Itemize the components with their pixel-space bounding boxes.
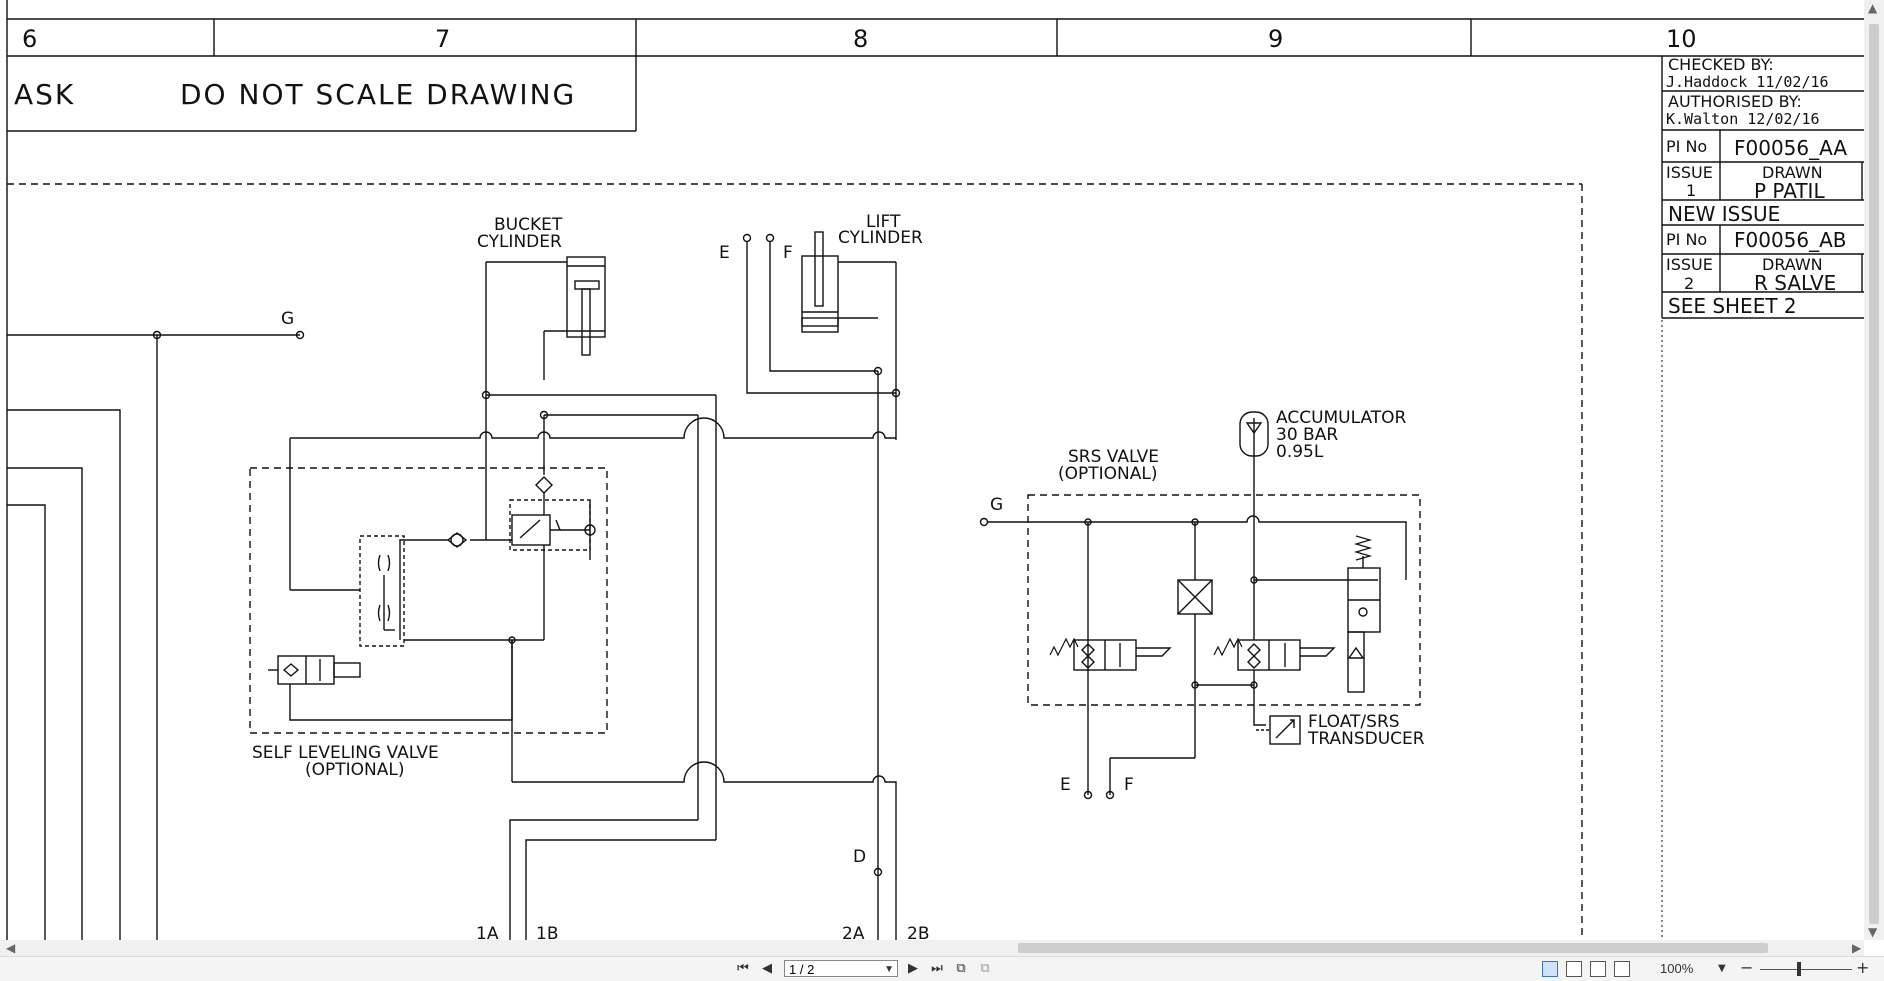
page-indicator: 1 / 2 xyxy=(789,962,815,977)
port-2b: 2B xyxy=(907,924,929,940)
issue-label-1: ISSUE xyxy=(1666,163,1713,182)
zoom-level[interactable]: 100% xyxy=(1660,961,1694,976)
pi-no-value-2: F00056_AB xyxy=(1734,228,1847,252)
pi-no-label-1: PI No xyxy=(1666,137,1707,156)
bucket-cylinder: BUCKET CYLINDER xyxy=(477,215,606,400)
lift-cylinder: LIFT CYLINDER E F xyxy=(719,212,923,440)
single-page-view-icon[interactable] xyxy=(1542,961,1558,977)
note-new-issue: NEW ISSUE xyxy=(1668,202,1780,226)
hydraulic-schematic: 6 7 8 9 10 ASK DO NOT SCALE DRAWING CHEC… xyxy=(6,0,1864,940)
pi-no-value-1: F00056_AA xyxy=(1734,136,1847,160)
float-label-1: FLOAT/SRS xyxy=(1308,712,1400,732)
zoom-out-icon[interactable]: − xyxy=(1740,958,1754,977)
checked-by-value: J.Haddock 11/02/16 xyxy=(1666,73,1829,91)
continuous-view-icon[interactable] xyxy=(1566,961,1582,977)
zoom-slider-thumb[interactable] xyxy=(1797,962,1801,976)
column-10: 10 xyxy=(1666,25,1697,53)
port-1b: 1B xyxy=(536,924,558,940)
document-viewport[interactable]: 6 7 8 9 10 ASK DO NOT SCALE DRAWING CHEC… xyxy=(0,0,1884,940)
horizontal-scrollbar[interactable]: ◀ ▶ xyxy=(0,940,1864,956)
column-9: 9 xyxy=(1268,25,1283,53)
port-d: D xyxy=(853,847,866,867)
float-label-2: TRANSDUCER xyxy=(1307,729,1425,749)
checked-by-label: CHECKED BY: xyxy=(1668,55,1774,74)
self-leveling-label-1: SELF LEVELING VALVE xyxy=(252,743,439,763)
note-see-sheet-2: SEE SHEET 2 xyxy=(1668,294,1797,318)
self-leveling-label-2: (OPTIONAL) xyxy=(305,760,405,780)
column-6: 6 xyxy=(22,25,37,53)
header-ask-text: ASK xyxy=(14,78,75,111)
drawn-label-1: DRAWN xyxy=(1762,163,1823,182)
copy-icon[interactable]: ⧉ xyxy=(956,961,966,976)
scroll-right-icon[interactable]: ▶ xyxy=(1852,941,1862,955)
main-pipework: D 1A 1B 2A 2B xyxy=(289,371,929,940)
srs-valve-label-1: SRS VALVE xyxy=(1068,447,1159,467)
accumulator-label-1: ACCUMULATOR xyxy=(1276,408,1407,428)
drawn-value-2: R SALVE xyxy=(1754,271,1836,295)
rotate-icon[interactable]: ⧉ xyxy=(980,961,990,976)
bucket-cylinder-label-1: BUCKET xyxy=(494,215,563,235)
bucket-cylinder-label-2: CYLINDER xyxy=(477,232,562,252)
port-1a: 1A xyxy=(476,924,499,940)
pi-no-label-2: PI No xyxy=(1666,230,1707,249)
lift-cylinder-label-2: CYLINDER xyxy=(838,228,923,248)
two-page-continuous-view-icon[interactable] xyxy=(1614,961,1630,977)
viewer-status-bar: ⏮ ◀ 1 / 2 ▼ ▶ ⏭ ⧉ ⧉ 100% ▼ − + xyxy=(0,956,1884,981)
self-leveling-valve: SELF LEVELING VALVE (OPTIONAL) xyxy=(249,395,608,780)
title-block: CHECKED BY: J.Haddock 11/02/16 AUTHORISE… xyxy=(1661,55,1864,319)
scroll-left-icon[interactable]: ◀ xyxy=(6,941,16,955)
column-8: 8 xyxy=(853,25,868,53)
last-page-icon[interactable]: ⏭ xyxy=(931,961,943,976)
column-7: 7 xyxy=(435,25,450,53)
column-ruler: 6 7 8 9 10 xyxy=(6,0,1864,940)
port-e-top: E xyxy=(719,243,730,263)
port-g-left: G xyxy=(281,309,294,329)
page-number-field[interactable]: 1 / 2 ▼ xyxy=(784,960,898,977)
next-page-icon[interactable]: ▶ xyxy=(908,961,918,976)
port-2a: 2A xyxy=(842,924,865,940)
authorised-by-label: AUTHORISED BY: xyxy=(1668,92,1802,111)
srs-valve-label-2: (OPTIONAL) xyxy=(1058,464,1158,484)
port-g-right: G xyxy=(990,495,1003,515)
zoom-dropdown-icon[interactable]: ▼ xyxy=(1718,963,1726,974)
schematic-frame xyxy=(7,183,1663,940)
port-e-bottom: E xyxy=(1060,775,1071,795)
srs-valve: SRS VALVE (OPTIONAL) G E F ACCUMULATOR 3… xyxy=(979,408,1425,800)
port-f-bottom: F xyxy=(1124,775,1134,795)
left-supply-lines: G xyxy=(7,309,305,940)
first-page-icon[interactable]: ⏮ xyxy=(737,961,749,976)
drawn-label-2: DRAWN xyxy=(1762,255,1823,274)
scroll-down-icon[interactable]: ▼ xyxy=(1868,925,1878,939)
scroll-up-icon[interactable]: ▲ xyxy=(1868,1,1878,15)
accumulator-label-2: 30 BAR xyxy=(1276,425,1338,445)
vertical-scroll-thumb[interactable] xyxy=(1869,24,1879,924)
issue-value-1: 1 xyxy=(1686,181,1696,200)
port-f-top: F xyxy=(783,243,793,263)
drawn-value-1: P PATIL xyxy=(1754,179,1825,203)
horizontal-scroll-thumb[interactable] xyxy=(1018,943,1768,953)
accumulator-label-3: 0.95L xyxy=(1276,442,1324,462)
do-not-scale-text: DO NOT SCALE DRAWING xyxy=(180,78,576,111)
prev-page-icon[interactable]: ◀ xyxy=(762,961,772,976)
vertical-scrollbar[interactable]: ▲ ▼ xyxy=(1864,0,1884,940)
lift-cylinder-label-1: LIFT xyxy=(866,212,901,232)
header-note-box: ASK DO NOT SCALE DRAWING xyxy=(7,56,637,132)
two-page-view-icon[interactable] xyxy=(1590,961,1606,977)
zoom-slider-track[interactable] xyxy=(1760,969,1852,970)
authorised-by-value: K.Walton 12/02/16 xyxy=(1666,110,1820,128)
issue-label-2: ISSUE xyxy=(1666,255,1713,274)
page-dropdown-icon[interactable]: ▼ xyxy=(884,964,894,975)
issue-value-2: 2 xyxy=(1684,274,1694,293)
zoom-in-icon[interactable]: + xyxy=(1856,958,1870,977)
